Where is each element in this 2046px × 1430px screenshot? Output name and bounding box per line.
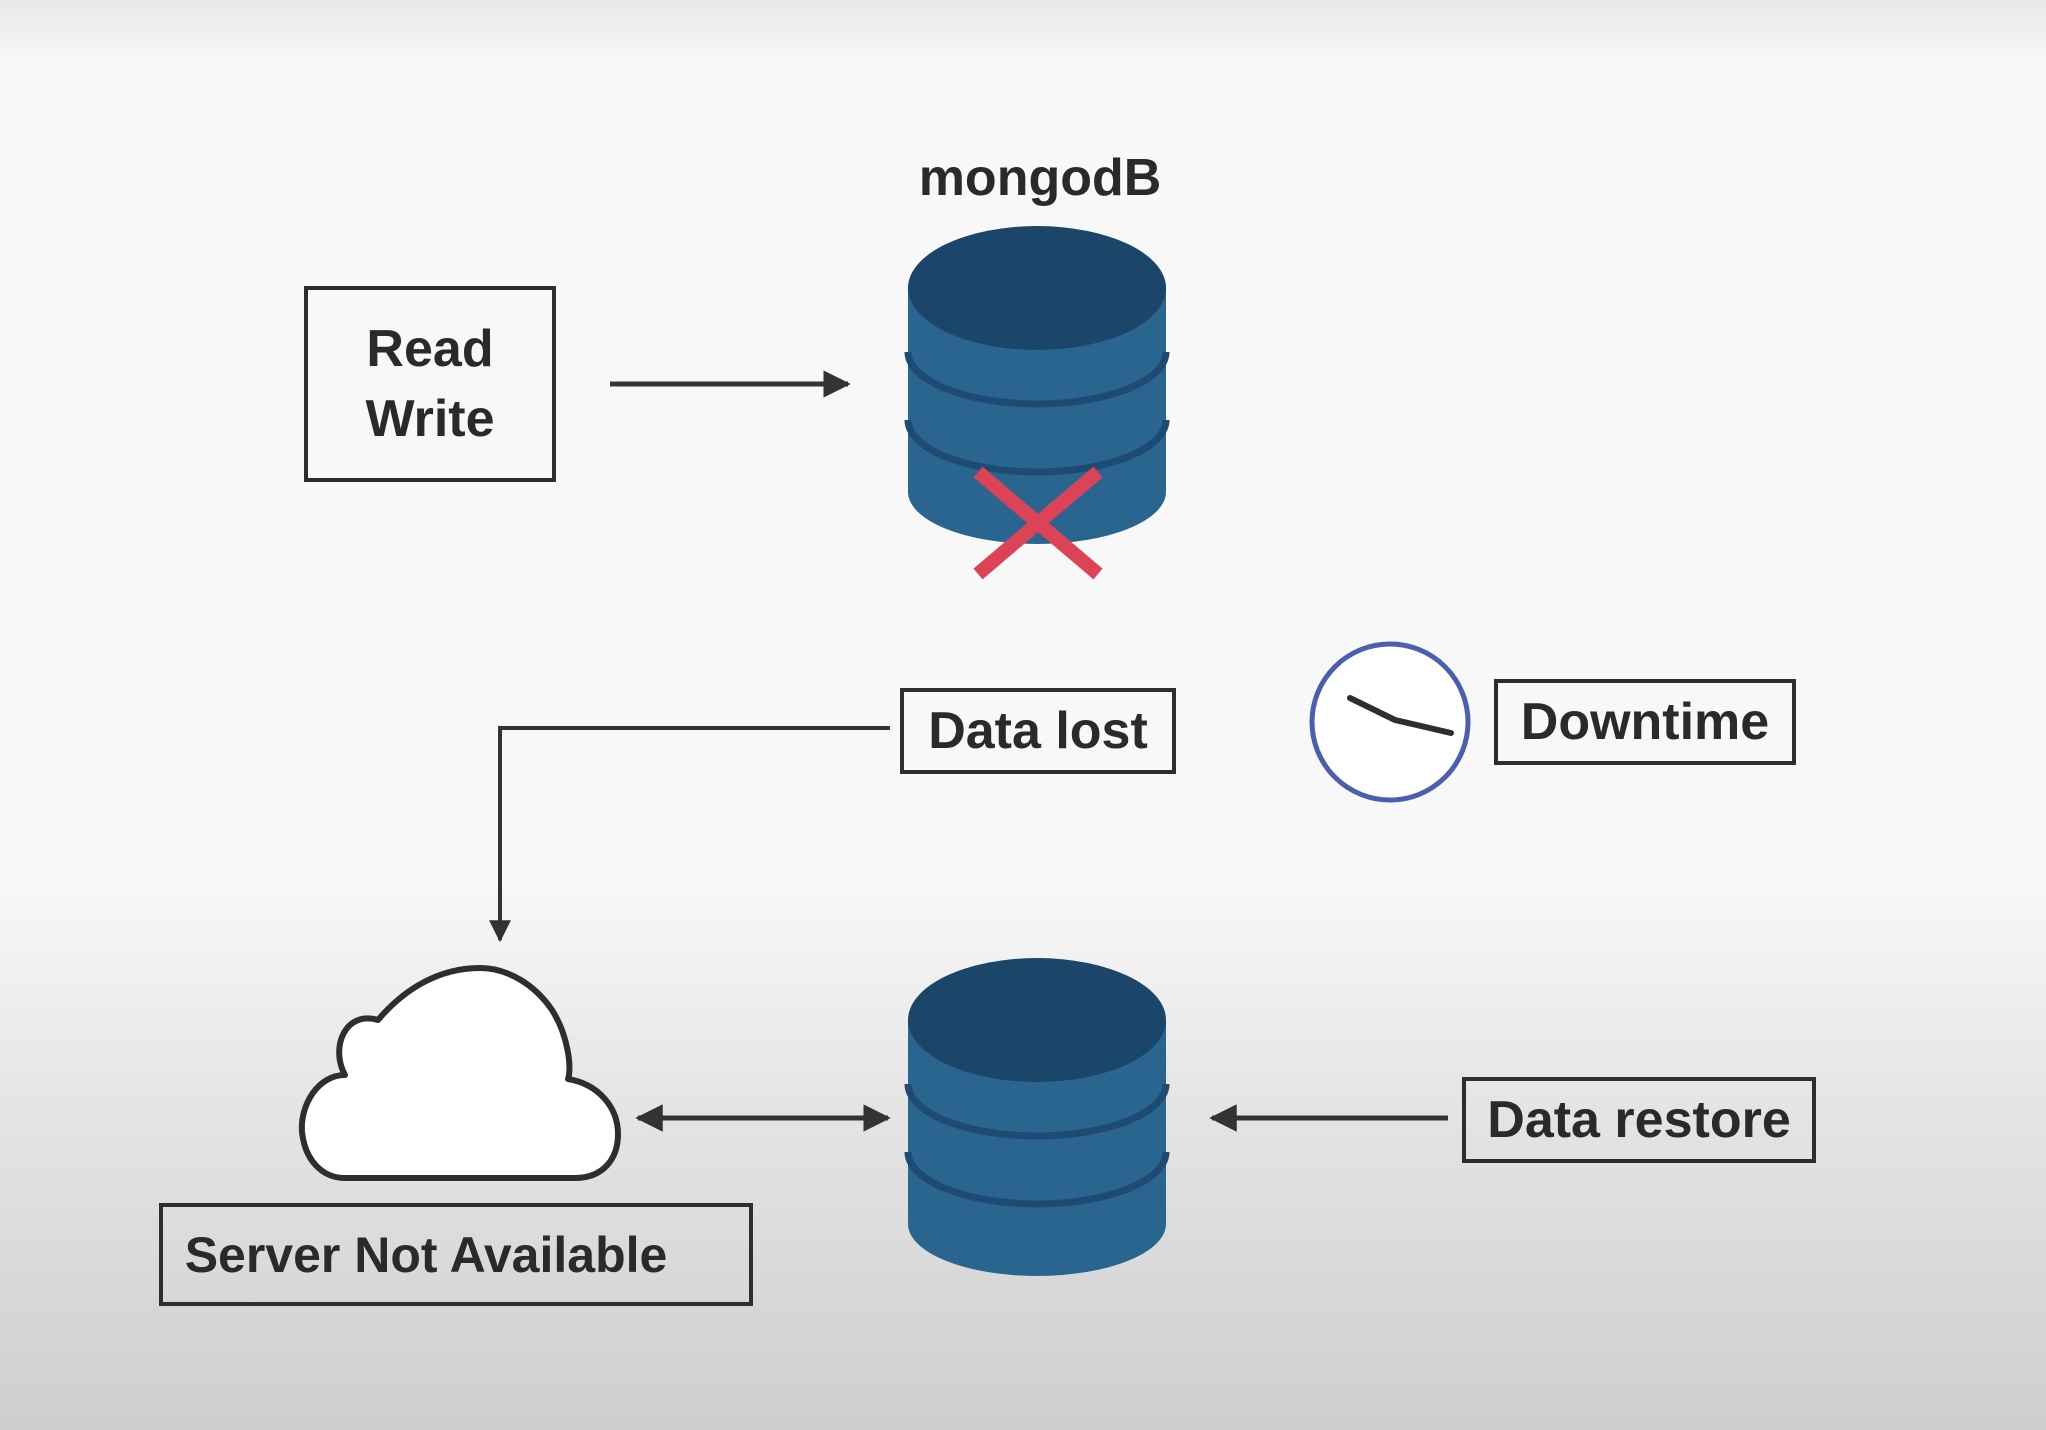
read-write-box: Read Write	[304, 286, 556, 482]
server-not-available-label: Server Not Available	[184, 1226, 668, 1283]
data-lost-label: Data lost	[928, 702, 1148, 760]
arrow-down-icon	[489, 726, 890, 943]
database-icon	[904, 958, 1170, 1276]
database-title: mongodB	[918, 149, 1162, 207]
database-icon	[904, 226, 1170, 544]
cloud-icon	[298, 965, 621, 1181]
clock-icon	[1309, 641, 1471, 803]
write-label: Write	[365, 390, 495, 448]
downtime-label: Downtime	[1520, 693, 1770, 751]
data-lost-box: Data lost	[900, 688, 1176, 774]
downtime-box: Downtime	[1494, 679, 1796, 765]
server-not-available-box: Server Not Available	[159, 1203, 753, 1306]
data-restore-label: Data restore	[1487, 1091, 1791, 1149]
read-label: Read	[366, 320, 494, 378]
failure-x-icon	[973, 466, 1103, 580]
data-restore-box: Data restore	[1462, 1077, 1816, 1163]
